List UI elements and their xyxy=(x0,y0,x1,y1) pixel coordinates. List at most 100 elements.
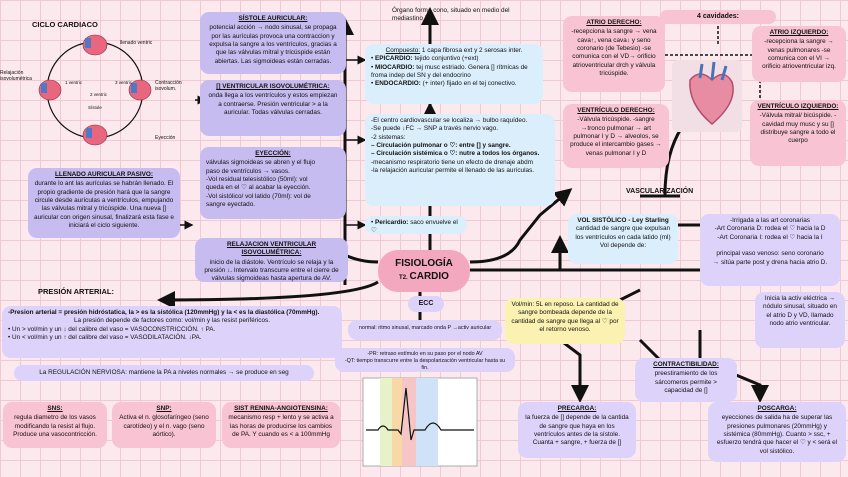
contractibilidad-box: CONTRACTIBILIDAD: preestiramiento de los… xyxy=(635,358,737,402)
centro-line: – Circulación pulmonar o ♡: entre [] y s… xyxy=(371,141,511,149)
ciclo-label: llenado ventric xyxy=(120,40,153,46)
llenado-box: LLENADO AURICULAR PASIVO: durante lo ant… xyxy=(28,168,180,238)
vasc-line: -Art Coronaria D: rodea el ♡ hacia la D xyxy=(714,225,826,233)
llenado-text: durante lo ant las aurículas se habrán l… xyxy=(34,180,174,229)
presion-line: • Un > vol/min y un ↓ del calibre del va… xyxy=(8,325,216,333)
ecc-normal: normal: ritmo sinusal, marcado onda P →a… xyxy=(348,320,502,340)
centro-line: -mecanismo respiratorio tiene un efecto … xyxy=(371,158,533,166)
compuesto-title: Compuesto: xyxy=(385,47,421,54)
capa-desc: (+ inter) fijado en el tej conectivo. xyxy=(422,80,517,88)
atrio-der-title: ATRIO DERECHO: xyxy=(586,19,642,26)
vascularizacion-title: VASCULARIZACIÓN xyxy=(626,188,694,195)
precarga-title: PRECARGA: xyxy=(557,405,597,412)
ventr-izq-text: -Válvula mitral/ bicúspide. -cavidad muy… xyxy=(759,112,837,145)
capa-desc: tej musc estriado. Genera [] rítmicas de… xyxy=(371,63,528,79)
atrio-izq-box: ATRIO IZQUIERDO: -recepciona la sangre →… xyxy=(752,26,846,82)
ecg-graph xyxy=(362,377,478,467)
ciclo-label: 3 ventric xyxy=(115,80,133,85)
snp-box: SNP: Activa el n. glosofaríngeo (seno ca… xyxy=(112,402,216,448)
nodo-box: Inicia la activ eléctrica → nódulo sinus… xyxy=(755,292,845,348)
poscarga-box: POSCARGA: eyecciones de salida ha de sup… xyxy=(708,402,846,462)
precarga-box: PRECARGA: la fuerza de [] depende de la … xyxy=(518,402,636,458)
pericardio-box: • Pericardio: saco envuelve el ♡ xyxy=(365,216,467,234)
presion-line: -Presion arterial = presión hidróstatica… xyxy=(8,309,320,316)
title-line2: CARDIO xyxy=(409,271,449,282)
centro-line: -2 sistemas: xyxy=(371,133,406,141)
cycle-diagram xyxy=(38,34,152,146)
vasc-line: → sitúa parte post y drena hacia atrio D… xyxy=(712,258,828,266)
capa-name: ENDOCARDIO: xyxy=(375,80,421,88)
ciclo-label: Relajación isovolumétrica xyxy=(0,70,32,82)
contraccion-iso-text: onda llega a los ventrículos y estos emp… xyxy=(208,92,338,116)
atrio-der-box: ATRIO DERECHO: -recepciona la sangre → v… xyxy=(563,16,665,92)
presion-line: La presión depende de factores como: vol… xyxy=(73,317,271,325)
regulacion-box: La REGULACIÓN NERVIOSA: mantiene la PA a… xyxy=(14,365,314,381)
contraccion-iso-title: [] VENTRICULAR ISOVOLUMÉTRICA: xyxy=(216,83,330,90)
eyeccion-line: sangre eyectado. xyxy=(206,200,256,208)
contractibilidad-title: CONTRACTIBILIDAD: xyxy=(653,361,719,368)
centro-line: – Circulación sistémica o ♡: nutre a tod… xyxy=(371,150,540,158)
capa-name: MIOCARDIO: xyxy=(375,63,415,71)
presion-line: • Un < vol/min y un ↑ del calibre del va… xyxy=(8,333,202,341)
renina-box: SIST RENINA-ANGIOTENSINA: mecanismo resp… xyxy=(222,402,340,448)
capa-desc: tejido conjuntivo (+ext) xyxy=(414,55,479,63)
cavidades-title: 4 cavidades: xyxy=(660,10,776,24)
eyeccion-box: EYECCIÓN: válvulas sigmoideas se abren y… xyxy=(200,147,346,219)
poscarga-text: eyecciones de salida ha de superar las p… xyxy=(716,414,838,455)
ecc-pr: -PR: retraso estímulo en su paso por el … xyxy=(367,351,483,357)
sistole-auricular-box: SÍSTOLE AURICULAR: potencial acción → no… xyxy=(200,12,346,74)
ciclo-label: 2 ventric xyxy=(90,92,108,97)
vasc-box: -Irrigada a las art coronarias -Art Coro… xyxy=(700,214,840,286)
presion-box: -Presion arterial = presión hidróstatica… xyxy=(2,306,342,358)
title-line1: FISIOLOGÍA xyxy=(395,258,453,269)
precarga-text: la fuerza de [] depende de la cantida de… xyxy=(525,414,629,447)
compuesto-rest: 1 capa fibrosa ext y 2 serosas inter. xyxy=(421,47,523,54)
ciclo-label: Eyección xyxy=(155,135,176,141)
sns-text: regula diametro de los vasos modificando… xyxy=(13,414,97,438)
renina-text: mecanismo resp + lento y se activa a las… xyxy=(228,414,334,438)
ventr-izq-box: VENTRÍCULO IZQUIERDO: -Válvula mitral/ b… xyxy=(750,100,846,166)
eyeccion-line: -Vol sistólico/ vol latido (70ml): vol d… xyxy=(206,192,311,200)
vol-sistolico-title: VOL SISTÓLICO - Ley Starling xyxy=(577,217,669,224)
ciclo-title: CICLO CARDIACO xyxy=(32,20,98,29)
ventr-der-text: -Válvula tricúspide. -sangre →tronco pul… xyxy=(570,116,662,157)
presion-title: PRESIÓN ARTERIAL: xyxy=(38,287,114,296)
contraccion-iso-box: [] VENTRICULAR ISOVOLUMÉTRICA: onda lleg… xyxy=(200,80,346,136)
ciclo-label: Contracción isovolum. xyxy=(155,80,182,92)
title-small: T2. xyxy=(399,275,408,281)
eyeccion-title: EYECCIÓN: xyxy=(255,150,291,157)
poscarga-title: POSCARGA: xyxy=(757,405,797,412)
volmin-box: Vol/min: 5L en reposo. La cantidad de sa… xyxy=(505,298,625,344)
centro-box: -El centro cardiovascular se localiza → … xyxy=(365,114,555,206)
pericardio-text: saco envuelve el ♡ xyxy=(371,219,458,234)
relajacion-iso-text: inicio de la diástole. Ventrículo se rel… xyxy=(204,258,339,282)
ciclo-label: 1 ventric xyxy=(65,80,83,85)
ventr-der-title: VENTRÍCULO DERECHO: xyxy=(577,107,655,114)
relajacion-iso-box: RELAJACION VENTRICULAR ISOVOLUMÉTRICA: i… xyxy=(195,238,348,282)
sistole-auricular-title: SÍSTOLE AURICULAR: xyxy=(238,15,308,22)
eyeccion-line: válvulas sigmoideas se abren y el flujo xyxy=(206,159,316,167)
llenado-title: LLENADO AURICULAR PASIVO: xyxy=(55,171,153,178)
sns-title: SNS: xyxy=(47,405,63,412)
centro-line: -El centro cardiovascular se localiza → … xyxy=(371,117,528,124)
atrio-izq-text: -recepciona la sangre → venas pulmonares… xyxy=(762,38,836,71)
eyeccion-line: paso de ventrículos → vasos. xyxy=(206,167,290,175)
vasc-line xyxy=(706,242,834,250)
vol-sistolico-box: VOL SISTÓLICO - Ley Starling cantidad de… xyxy=(568,214,678,264)
atrio-der-text: -recepciona la sangre → vena cava↑, vena… xyxy=(571,28,657,77)
centro-line: -la relajación auricular permite el llen… xyxy=(371,166,535,174)
sns-box: SNS: regula diametro de los vasos modifi… xyxy=(3,402,107,448)
ciclo-label: Sístole xyxy=(88,105,102,110)
ecc-intervals: -PR: retraso estímulo en su paso por el … xyxy=(335,348,515,372)
ventr-der-box: VENTRÍCULO DERECHO: -Válvula tricúspide.… xyxy=(563,104,669,168)
organo-text: Órgano forma cono, situado en medio del … xyxy=(376,4,524,30)
main-title: FISIOLOGÍA T2. CARDIO xyxy=(378,250,470,292)
renina-title: SIST RENINA-ANGIOTENSINA: xyxy=(234,405,328,412)
compuesto-box: Compuesto: 1 capa fibrosa ext y 2 serosa… xyxy=(365,44,543,104)
eyeccion-line: queda en el ♡ al acabar la eyección. xyxy=(206,184,311,192)
ecc-qt: -QT: tiempo transcurre entre la despolar… xyxy=(344,358,506,372)
heart-illustration xyxy=(672,60,742,132)
sistole-auricular-text: potencial acción → nodo sinusal, se prop… xyxy=(209,24,337,65)
organo-text-content: Órgano forma cono, situado en medio del … xyxy=(392,7,510,23)
